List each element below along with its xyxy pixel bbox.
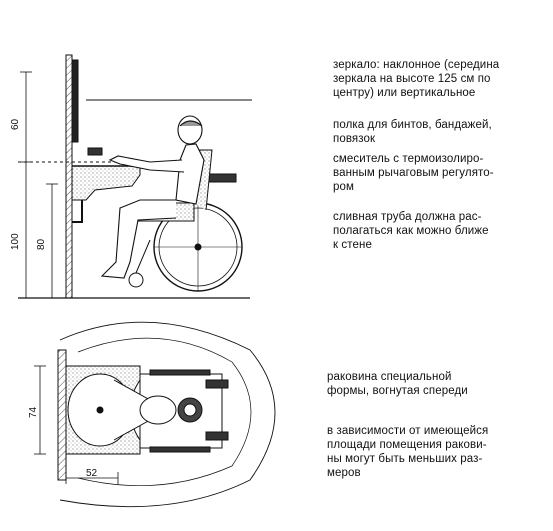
dim-overall-height: 100 <box>10 233 21 250</box>
note-mixer: смеситель с термоизолиро- ванным рычагов… <box>333 153 494 193</box>
basin <box>71 165 141 201</box>
plan-view <box>57 321 276 508</box>
grab-rail <box>205 173 237 183</box>
plan-wall <box>57 349 67 481</box>
caster-wheel <box>128 272 144 288</box>
note-basin-shape: раковина специальной формы, вогнутая спе… <box>327 371 468 397</box>
note-mirror: зеркало: наклонное (середина зеркала на … <box>333 59 500 99</box>
side-elevation <box>18 54 252 299</box>
side-dimensions <box>20 71 58 299</box>
turning-arc-inner <box>77 337 252 487</box>
seated-person-side <box>100 115 205 279</box>
dim-mirror-zone: 60 <box>10 118 21 130</box>
drain-pipe <box>72 200 83 223</box>
mixer-tap <box>87 147 103 156</box>
note-drain: сливная труба должна рас- полагаться как… <box>333 211 489 251</box>
seated-person-plan <box>113 379 203 441</box>
mirror <box>71 59 79 143</box>
dim-basin-depth: 74 <box>28 406 39 418</box>
turning-arc-outer <box>59 321 276 508</box>
plan-dimensions <box>34 365 119 484</box>
dim-counter-height: 80 <box>36 238 47 250</box>
dim-offset: 52 <box>86 468 98 479</box>
wall <box>65 54 73 299</box>
note-basin-size: в зависимости от имеющейся площади помещ… <box>327 425 489 479</box>
note-shelf: полка для бинтов, бандажей, повязок <box>333 119 492 145</box>
